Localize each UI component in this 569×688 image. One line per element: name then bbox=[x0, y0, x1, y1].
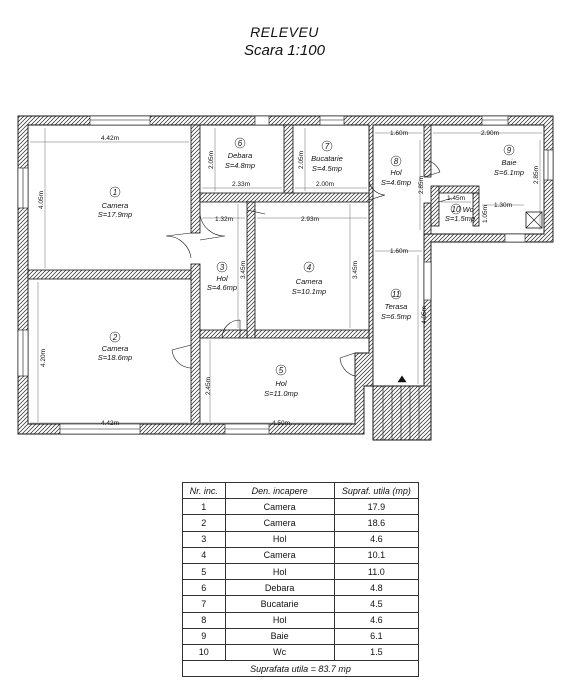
svg-text:6: 6 bbox=[238, 139, 243, 148]
col-header-supraf: Supraf. utila (mp) bbox=[333, 481, 420, 500]
room-6-label: 6 Debara S=4.8mp bbox=[225, 137, 255, 170]
dim-205-bucatarie: 2.05m bbox=[298, 151, 305, 169]
total-area: Suprafata utila = 83.7 mp bbox=[182, 660, 419, 678]
dim-285-baie: 2.85m bbox=[533, 166, 540, 184]
dim-405-left: 4.05m bbox=[38, 191, 45, 209]
svg-text:S=18.6mp: S=18.6mp bbox=[98, 353, 132, 362]
svg-text:Hol: Hol bbox=[216, 274, 228, 283]
dim-200: 2.00m bbox=[316, 181, 334, 188]
dim-245: 2.45m bbox=[205, 377, 212, 395]
dim-205-debara: 2.05m bbox=[208, 151, 215, 169]
table-header-row: Nr. inc. Den. incapere Supraf. utila (mp… bbox=[182, 481, 420, 500]
svg-text:S=11.0mp: S=11.0mp bbox=[264, 389, 298, 398]
svg-text:S=4.8mp: S=4.8mp bbox=[225, 161, 255, 170]
svg-text:S=6.5mp: S=6.5mp bbox=[381, 312, 411, 321]
table-total-row: Suprafata utila = 83.7 mp bbox=[182, 660, 419, 678]
dim-160-terasa: 1.60m bbox=[390, 248, 408, 255]
svg-text:S=10.1mp: S=10.1mp bbox=[292, 287, 326, 296]
svg-text:Camera: Camera bbox=[102, 201, 129, 210]
dim-105: 1.05m bbox=[482, 205, 489, 223]
svg-text:S=1.5mp: S=1.5mp bbox=[445, 214, 475, 223]
area-table: Nr. inc. Den. incapere Supraf. utila (mp… bbox=[182, 481, 420, 678]
plan-scale: Scara 1:100 bbox=[244, 42, 325, 59]
room-11-label: 11 Terasa S=6.5mp bbox=[381, 288, 411, 321]
room-7-label: 7 Bucatarie S=4.5mp bbox=[311, 140, 343, 173]
svg-text:1: 1 bbox=[113, 188, 117, 197]
room-9-label: 9 Baie S=6.1mp bbox=[494, 144, 524, 177]
svg-text:S=4.5mp: S=4.5mp bbox=[312, 164, 342, 173]
terrace-stairs bbox=[372, 375, 432, 441]
room-8-label: 8 Hol S=4.6mp bbox=[381, 155, 411, 187]
svg-text:2: 2 bbox=[112, 333, 118, 342]
room-2-label: 2 Camera S=18.6mp bbox=[98, 331, 132, 362]
col-header-den: Den. incapere bbox=[224, 481, 335, 500]
room-1-label: 1 Camera S=17.9mp bbox=[98, 186, 132, 219]
svg-text:Hol: Hol bbox=[275, 379, 287, 388]
room-3-label: 3 Hol S=4.6mp bbox=[207, 261, 237, 292]
svg-text:9: 9 bbox=[507, 146, 512, 155]
svg-text:Terasa: Terasa bbox=[385, 302, 408, 311]
col-header-nr: Nr. inc. bbox=[182, 481, 226, 500]
svg-text:Wc: Wc bbox=[463, 205, 474, 214]
doors bbox=[165, 159, 453, 377]
dim-293: 2.93m bbox=[301, 216, 319, 223]
dim-290: 2.90m bbox=[481, 130, 499, 137]
svg-text:S=17.9mp: S=17.9mp bbox=[98, 210, 132, 219]
svg-text:S=4.6mp: S=4.6mp bbox=[381, 178, 411, 187]
dim-442-top: 4.42m bbox=[101, 135, 119, 142]
svg-text:Camera: Camera bbox=[102, 344, 129, 353]
interior-walls bbox=[27, 124, 480, 425]
svg-text:8: 8 bbox=[394, 157, 399, 166]
dim-285-hol: 2.85m bbox=[418, 176, 425, 194]
dim-233: 2.33m bbox=[232, 181, 250, 188]
dim-145: 1.45m bbox=[447, 195, 465, 202]
svg-text:S=4.6mp: S=4.6mp bbox=[207, 283, 237, 292]
svg-text:11: 11 bbox=[392, 290, 400, 299]
dim-405-terasa: 4.05m bbox=[421, 306, 428, 324]
dim-160-top: 1.60m bbox=[390, 130, 408, 137]
dim-450: 4.50m bbox=[272, 420, 290, 427]
dimension-lines bbox=[30, 128, 542, 424]
svg-text:3: 3 bbox=[220, 263, 225, 272]
svg-text:4: 4 bbox=[307, 263, 312, 272]
svg-text:7: 7 bbox=[325, 142, 330, 151]
svg-text:Hol: Hol bbox=[390, 168, 402, 177]
dim-345-hol: 3.45m bbox=[240, 261, 247, 279]
svg-text:Baie: Baie bbox=[501, 158, 516, 167]
room-4-label: 4 Camera S=10.1mp bbox=[292, 261, 326, 296]
dim-132: 1.32m bbox=[215, 216, 233, 223]
dim-130: 1.30m bbox=[494, 202, 512, 209]
dim-420: 4.20m bbox=[40, 349, 47, 367]
svg-text:Camera: Camera bbox=[296, 277, 323, 286]
dim-345-camera: 3.45m bbox=[352, 261, 359, 279]
svg-text:Debara: Debara bbox=[228, 151, 253, 160]
plan-title: RELEVEU bbox=[250, 24, 319, 40]
svg-text:Bucatarie: Bucatarie bbox=[311, 154, 343, 163]
room-5-label: 5 Hol S=11.0mp bbox=[264, 364, 298, 398]
room-10-label: 10 Wc S=1.5mp bbox=[445, 203, 475, 223]
svg-text:5: 5 bbox=[279, 366, 284, 375]
windows bbox=[17, 115, 554, 435]
svg-text:10: 10 bbox=[452, 205, 461, 214]
svg-text:S=6.1mp: S=6.1mp bbox=[494, 168, 524, 177]
dim-442-bottom: 4.42m bbox=[101, 420, 119, 427]
